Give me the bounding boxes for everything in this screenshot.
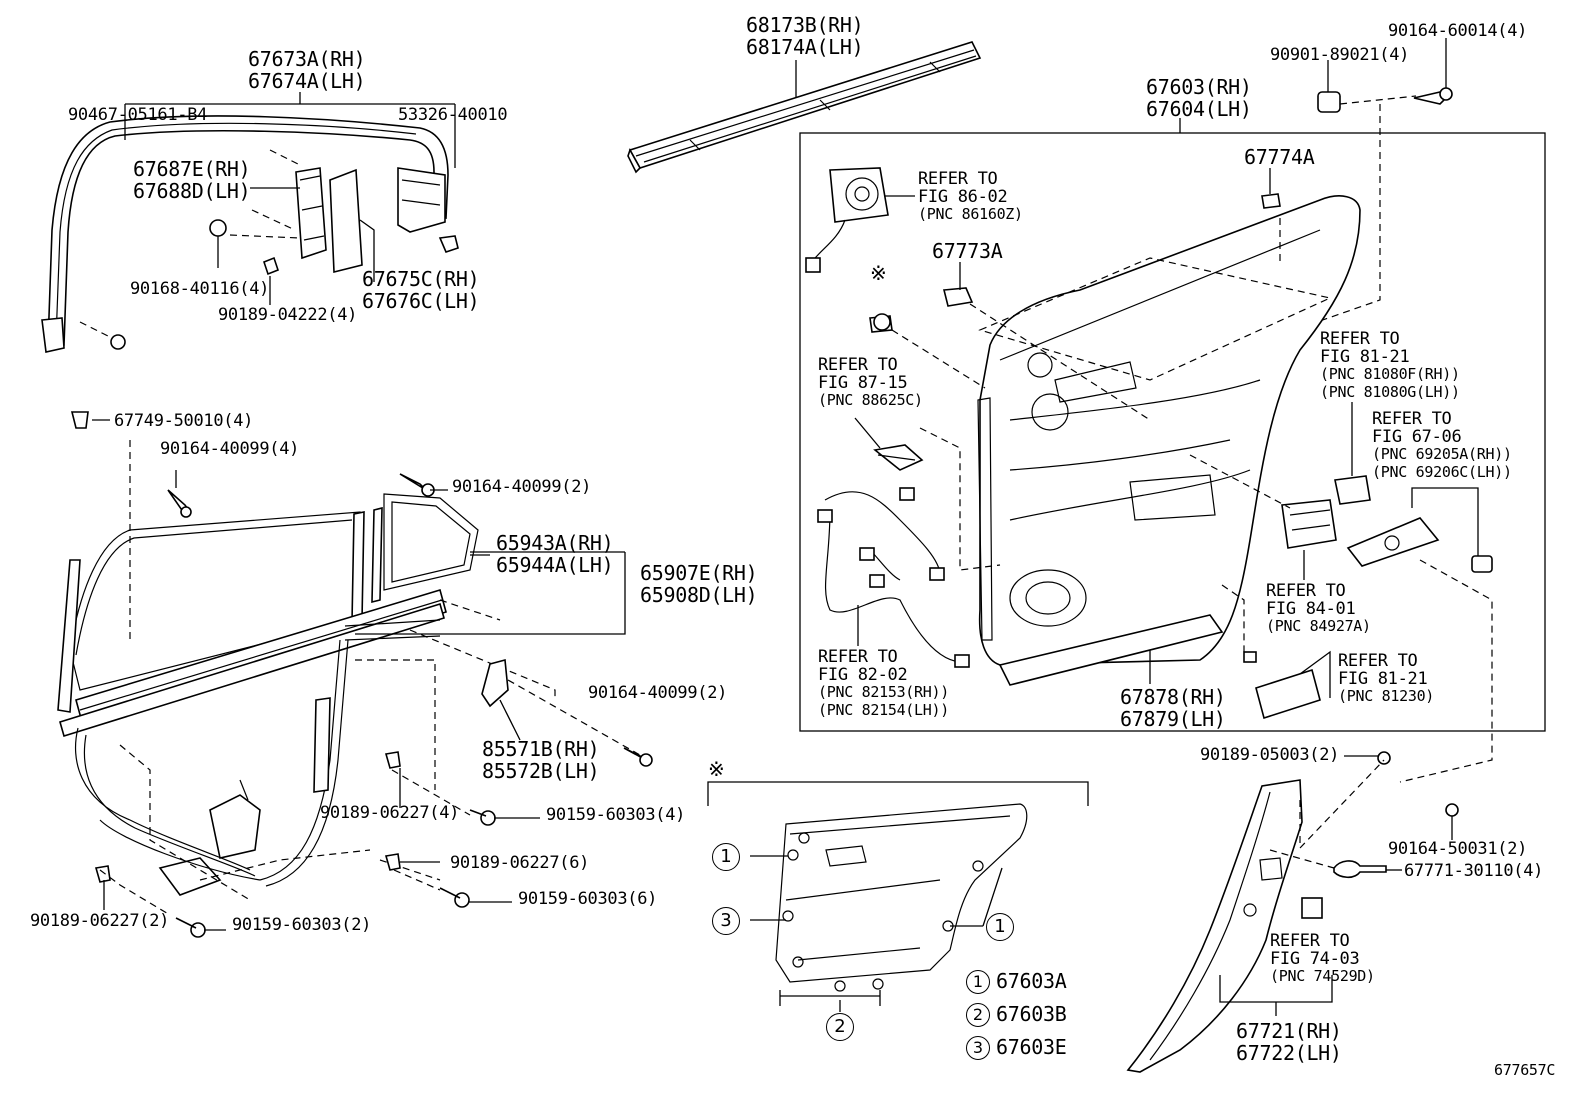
courtesy-lamp xyxy=(873,444,924,471)
ref-67-line1: REFER TO xyxy=(1372,409,1452,429)
label-67687E: 67687E(RH) xyxy=(133,157,251,181)
label-67721: 67721(RH) xyxy=(1236,1019,1342,1043)
ref-82-line3: (PNC 82153(RH)) xyxy=(818,683,949,701)
label-67674A: 67674A(LH) xyxy=(248,69,366,93)
ref-86-line3: (PNC 86160Z) xyxy=(918,205,1023,223)
label-90164-50031: 90164-50031(2) xyxy=(1388,839,1528,859)
ref-74-line3: (PNC 74529D) xyxy=(1270,967,1375,985)
ref-82-line4: (PNC 82154(LH)) xyxy=(818,701,949,719)
ref-87-line2: FIG 87-15 xyxy=(818,373,908,393)
label-67749-50010: 67749-50010(4) xyxy=(114,411,254,431)
label-90189-05003: 90189-05003(2) xyxy=(1200,745,1340,765)
figure-code: 677657C xyxy=(1494,1061,1556,1079)
label-90164-60014: 90164-60014(4) xyxy=(1388,21,1528,41)
label-90901-89021: 90901-89021(4) xyxy=(1270,45,1410,65)
label-67603: 67603(RH) xyxy=(1146,75,1252,99)
label-67604: 67604(LH) xyxy=(1146,97,1252,121)
speaker-part xyxy=(805,167,889,273)
ref-81a-line1: REFER TO xyxy=(1320,329,1400,349)
label-68173B: 68173B(RH) xyxy=(746,13,864,37)
label-67675C: 67675C(RH) xyxy=(362,267,480,291)
label-67676C: 67676C(LH) xyxy=(362,289,480,313)
label-90189-06227-2: 90189-06227(2) xyxy=(30,911,170,931)
label-90189-06227-6: 90189-06227(6) xyxy=(450,853,590,873)
belt-moulding xyxy=(627,41,982,174)
ref-81a-line3: (PNC 81080F(RH)) xyxy=(1320,365,1460,383)
ref-81b-line1: REFER TO xyxy=(1338,651,1418,671)
callout-2: 2 xyxy=(826,1013,854,1041)
label-90164-40099-4: 90164-40099(4) xyxy=(160,439,300,459)
top-right-fasteners xyxy=(1317,87,1453,113)
label-90159-60303-2: 90159-60303(2) xyxy=(232,915,372,935)
label-67774A: 67774A xyxy=(1244,145,1315,169)
callout-1-right: 1 xyxy=(986,913,1014,941)
label-67878: 67878(RH) xyxy=(1120,685,1226,709)
label-90159-60303-4: 90159-60303(4) xyxy=(546,805,686,825)
door-trim-panel xyxy=(977,195,1361,666)
label-53326-40010: 53326-40010 xyxy=(398,105,508,125)
label-90159-60303-6: 90159-60303(6) xyxy=(518,889,658,909)
star-marker: ※ xyxy=(870,261,887,285)
ref-86-line2: FIG 86-02 xyxy=(918,187,1008,207)
ref-67-line2: FIG 67-06 xyxy=(1372,427,1462,447)
upper-frame-moulding xyxy=(41,115,459,353)
ref-86-line1: REFER TO xyxy=(918,169,998,189)
ref-81b-line2: FIG 81-21 xyxy=(1338,669,1428,689)
label-65943A: 65943A(RH) xyxy=(496,531,614,555)
ref-74-line2: FIG 74-03 xyxy=(1270,949,1360,969)
window-regulator xyxy=(75,639,349,896)
lower-trim-strip xyxy=(998,614,1224,686)
label-65944A: 65944A(LH) xyxy=(496,553,614,577)
label-90467-05161: 90467-05161-B4 xyxy=(68,105,208,125)
callout-3: 3 xyxy=(712,907,740,935)
label-65908D: 65908D(LH) xyxy=(640,583,758,607)
label-85572B: 85572B(LH) xyxy=(482,759,600,783)
label-90168-40116: 90168-40116(4) xyxy=(130,279,270,299)
ref-87-line1: REFER TO xyxy=(818,355,898,375)
inset-star-marker: ※ xyxy=(708,757,725,781)
legend-3-num: 3 xyxy=(966,1036,990,1060)
label-90164-40099-2a: 90164-40099(2) xyxy=(452,477,592,497)
ref-84-line2: FIG 84-01 xyxy=(1266,599,1356,619)
ref-67-line3: (PNC 69205A(RH)) xyxy=(1372,445,1512,463)
pillar-garnish xyxy=(1126,779,1323,1073)
legend-1-code: 67603A xyxy=(996,969,1067,993)
trim-inset xyxy=(775,803,1028,992)
ref-81a-line4: (PNC 81080G(LH)) xyxy=(1320,383,1460,401)
label-67688D: 67688D(LH) xyxy=(133,179,251,203)
legend-3-code: 67603E xyxy=(996,1035,1067,1059)
callout-1-left: 1 xyxy=(712,843,740,871)
ref-82-line2: FIG 82-02 xyxy=(818,665,908,685)
label-67879: 67879(LH) xyxy=(1120,707,1226,731)
inside-handle xyxy=(1346,517,1493,573)
legend-2-code: 67603B xyxy=(996,1002,1067,1026)
label-65907E: 65907E(RH) xyxy=(640,561,758,585)
label-67773A: 67773A xyxy=(932,239,1003,263)
label-68174A: 68174A(LH) xyxy=(746,35,864,59)
ref-84-line1: REFER TO xyxy=(1266,581,1346,601)
label-67673A: 67673A(RH) xyxy=(248,47,366,71)
label-90189-04222: 90189-04222(4) xyxy=(218,305,358,325)
ref-81b-line3: (PNC 81230) xyxy=(1338,687,1435,705)
ref-84-line3: (PNC 84927A) xyxy=(1266,617,1371,635)
clips xyxy=(869,193,1281,333)
ref-87-line3: (PNC 88625C) xyxy=(818,391,923,409)
label-90164-40099-2b: 90164-40099(2) xyxy=(588,683,728,703)
ref-67-line4: (PNC 69206C(LH)) xyxy=(1372,463,1512,481)
screws xyxy=(70,411,653,938)
quarter-glass xyxy=(351,493,479,623)
wire-harness xyxy=(817,487,970,668)
ref-74-line1: REFER TO xyxy=(1270,931,1350,951)
ref-81a-line2: FIG 81-21 xyxy=(1320,347,1410,367)
label-67722: 67722(LH) xyxy=(1236,1041,1342,1065)
label-90189-06227-4: 90189-06227(4) xyxy=(320,803,460,823)
glass-run-channel xyxy=(209,149,375,282)
label-67771-30110: 67771-30110(4) xyxy=(1404,861,1544,881)
legend-2-num: 2 xyxy=(966,1003,990,1027)
label-85571B: 85571B(RH) xyxy=(482,737,600,761)
ref-82-line1: REFER TO xyxy=(818,647,898,667)
legend-1-num: 1 xyxy=(966,970,990,994)
